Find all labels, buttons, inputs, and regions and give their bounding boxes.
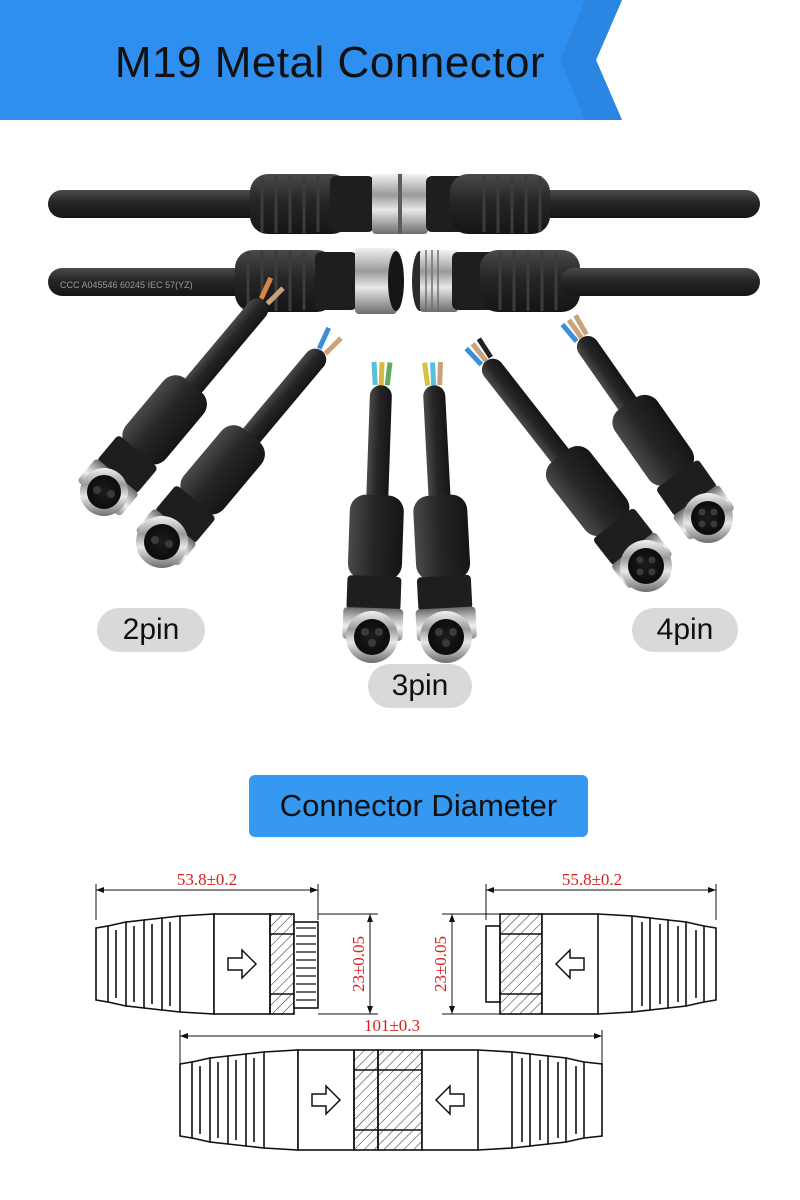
section-heading-connector-diameter: Connector Diameter <box>249 775 588 837</box>
diagram-right-connector: 55.8±0.2 23±0.05 <box>431 870 717 1015</box>
right-diameter-dimension: 23±0.05 <box>431 936 450 992</box>
diagram-left-connector: 53.8±0.2 <box>95 870 378 1015</box>
title-banner: M19 Metal Connector <box>0 0 800 120</box>
left-length-dimension: 53.8±0.2 <box>177 870 237 889</box>
connector-3pin-male <box>413 361 477 642</box>
dimension-diagrams: 53.8±0.2 <box>0 860 800 1190</box>
label-2pin: 2pin <box>97 608 205 652</box>
mated-connector-pair <box>48 174 760 234</box>
left-diameter-dimension: 23±0.05 <box>349 936 368 992</box>
page-title: M19 Metal Connector <box>114 38 546 87</box>
connector-3pin-female <box>342 361 404 641</box>
diagram-combined-connector: 101±0.3 <box>179 1016 603 1151</box>
product-photo: CCC A045546 60245 IEC 57(YZ) <box>0 140 800 740</box>
separated-connector-pair: CCC A045546 60245 IEC 57(YZ) <box>48 248 760 314</box>
cable-print-text: CCC A045546 60245 IEC 57(YZ) <box>60 280 193 290</box>
label-4pin: 4pin <box>632 608 738 652</box>
right-length-dimension: 55.8±0.2 <box>562 870 622 889</box>
combined-length-dimension: 101±0.3 <box>364 1016 420 1035</box>
banner-shape <box>0 0 622 120</box>
label-3pin: 3pin <box>368 664 472 708</box>
